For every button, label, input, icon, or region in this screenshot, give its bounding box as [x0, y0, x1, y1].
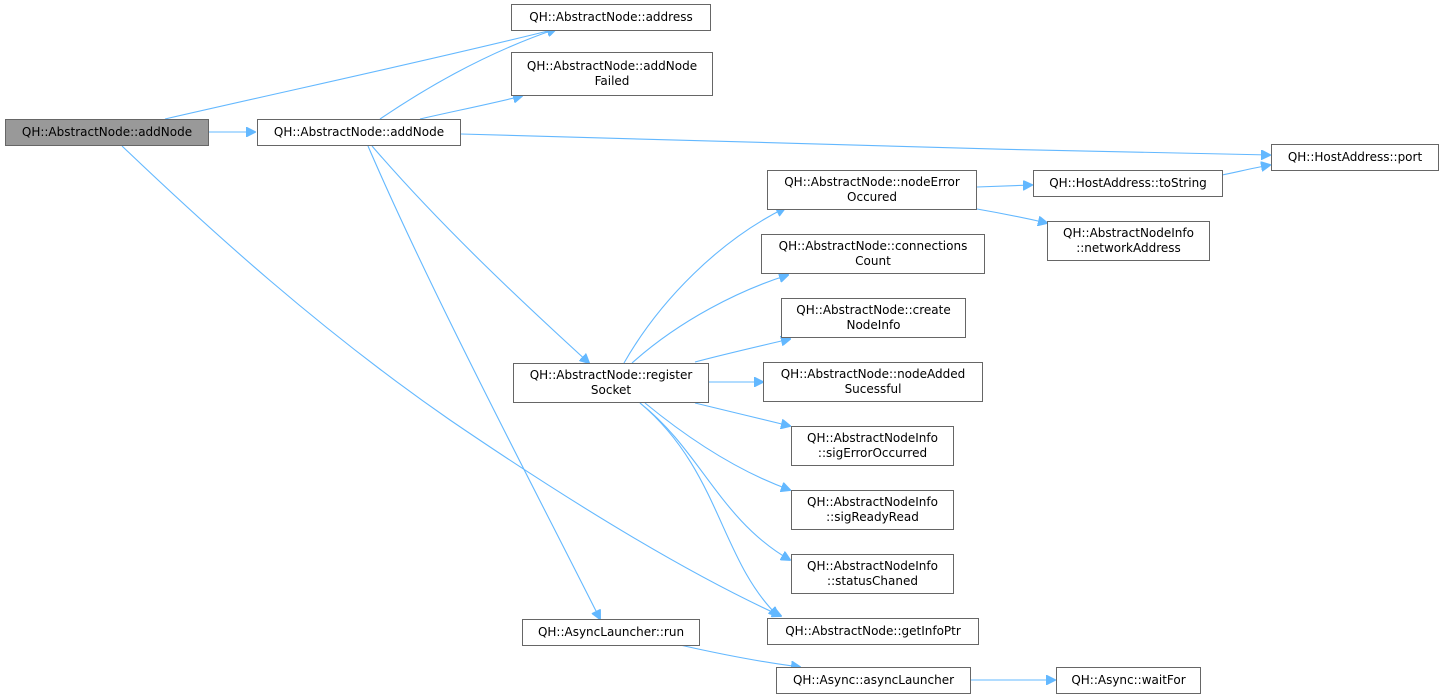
node-label-line2: Failed — [594, 74, 630, 88]
node-label: QH::HostAddress::toString — [1049, 176, 1207, 190]
edge-registersocket-to-sigerroroccurred — [694, 402, 790, 426]
node-abstractnode-nodeerroroccured[interactable]: QH::AbstractNode::nodeError Occured — [767, 170, 977, 210]
node-abstractnode-nodeaddedsucessful[interactable]: QH::AbstractNode::nodeAdded Sucessful — [763, 362, 983, 402]
node-label-line2: ::networkAddress — [1076, 241, 1181, 255]
node-label: QH::Async::asyncLauncher — [792, 673, 955, 687]
edge-registersocket-to-sigreadyread — [644, 402, 790, 490]
node-label: QH::HostAddress::port — [1287, 150, 1423, 164]
edge-root-to-getinfoptr — [121, 145, 781, 616]
node-label-line1: QH::AbstractNode::nodeError — [784, 175, 960, 189]
node-abstractnode-getinfoptr[interactable]: QH::AbstractNode::getInfoPtr — [767, 618, 979, 645]
node-label-line2: ::sigErrorOccurred — [817, 446, 928, 460]
edge-addnode-to-address — [379, 29, 556, 120]
node-abstractnode-createnodeinfo[interactable]: QH::AbstractNode::create NodeInfo — [781, 298, 966, 338]
edge-hosttostring-to-hostport — [1221, 165, 1270, 176]
edge-addnode-to-hostport — [460, 133, 1270, 155]
node-label-line2: Occured — [847, 190, 897, 204]
node-label: QH::AsyncLauncher::run — [537, 625, 685, 639]
node-label: QH::AbstractNode::addNode — [273, 125, 445, 139]
node-label-line1: QH::AbstractNodeInfo — [807, 495, 938, 509]
node-label-line1: QH::AbstractNodeInfo — [1063, 226, 1194, 240]
node-abstractnode-addnodefailed[interactable]: QH::AbstractNode::addNode Failed — [511, 52, 713, 96]
node-async-asynclauncher[interactable]: QH::Async::asyncLauncher — [776, 667, 971, 694]
node-abstractnodeinfo-statuschaned[interactable]: QH::AbstractNodeInfo ::statusChaned — [791, 554, 954, 594]
node-abstractnode-registersocket[interactable]: QH::AbstractNode::register Socket — [513, 363, 709, 403]
node-label-line2: Count — [855, 254, 891, 268]
node-async-waitfor[interactable]: QH::Async::waitFor — [1056, 667, 1201, 694]
node-label-line2: ::statusChaned — [827, 574, 918, 588]
node-label: QH::AbstractNode::addNode — [21, 125, 193, 139]
edge-addnode-to-addnodefailed — [419, 96, 522, 120]
node-label-line1: QH::AbstractNode::nodeAdded — [780, 367, 966, 381]
node-label-line1: QH::AbstractNode::connections — [778, 239, 968, 253]
node-label: QH::AbstractNode::getInfoPtr — [785, 624, 961, 638]
node-label-line1: QH::AbstractNode::create — [796, 303, 951, 317]
node-label-line2: Sucessful — [844, 382, 902, 396]
node-abstractnodeinfo-sigerroroccurred[interactable]: QH::AbstractNodeInfo ::sigErrorOccurred — [791, 426, 954, 466]
edge-registersocket-to-nodeerroroccured — [623, 208, 785, 364]
node-label-line1: QH::AbstractNodeInfo — [807, 559, 938, 573]
edge-root-to-address — [164, 29, 556, 120]
node-hostaddress-port[interactable]: QH::HostAddress::port — [1271, 144, 1439, 171]
edge-registersocket-to-connectionscount — [631, 275, 788, 364]
edge-registersocket-to-getinfoptr — [639, 402, 778, 616]
node-label-line1: QH::AbstractNode::register — [529, 368, 693, 382]
node-label-line1: QH::AbstractNodeInfo — [807, 431, 938, 445]
node-root-abstractnode-addnode[interactable]: QH::AbstractNode::addNode — [5, 119, 209, 146]
node-label-line1: QH::AbstractNode::addNode — [526, 59, 698, 73]
edge-addnode-to-asynclauncherrun — [367, 145, 600, 619]
node-abstractnode-address[interactable]: QH::AbstractNode::address — [511, 4, 711, 31]
node-hostaddress-tostring[interactable]: QH::HostAddress::toString — [1033, 170, 1223, 197]
node-asynclauncher-run[interactable]: QH::AsyncLauncher::run — [522, 619, 700, 646]
edge-nodeerroroccured-to-networkaddress — [976, 208, 1047, 223]
node-abstractnodeinfo-networkaddress[interactable]: QH::AbstractNodeInfo ::networkAddress — [1047, 221, 1210, 261]
edge-addnode-to-registersocket — [371, 145, 589, 363]
node-label: QH::Async::waitFor — [1071, 673, 1186, 687]
edge-registersocket-to-statuschaned — [639, 402, 790, 560]
node-label-line2: Socket — [590, 383, 632, 397]
node-label: QH::AbstractNode::address — [529, 10, 693, 24]
node-label-line2: NodeInfo — [846, 318, 901, 332]
edge-asynclauncherrun-to-asyncasynclauncher — [679, 644, 800, 667]
node-abstractnode-addnode[interactable]: QH::AbstractNode::addNode — [257, 119, 461, 146]
node-abstractnode-connectionscount[interactable]: QH::AbstractNode::connections Count — [761, 234, 985, 274]
edge-nodeerroroccured-to-hosttostring — [976, 185, 1032, 187]
node-label-line2: ::sigReadyRead — [826, 510, 919, 524]
node-abstractnodeinfo-sigreadyread[interactable]: QH::AbstractNodeInfo ::sigReadyRead — [791, 490, 954, 530]
edge-registersocket-to-createnodeinfo — [694, 339, 790, 363]
